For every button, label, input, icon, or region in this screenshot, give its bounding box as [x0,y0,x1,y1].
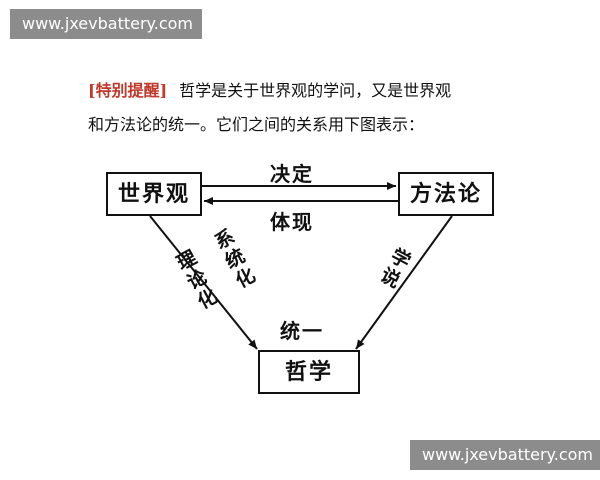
intro-line-2: 和方法论的统一。它们之间的关系用下图表示： [88,115,425,134]
node-philosophy: 哲学 [258,350,360,394]
arrow-method-to-philosophy [355,215,453,350]
edge-label-embody: 体现 [270,210,314,234]
node-worldview: 世界观 [106,172,202,216]
tip-label: [特别提醒] [88,81,168,100]
watermark-bottom: www.jxevbattery.com [410,440,600,470]
edge-label-unify: 统一 [280,319,324,343]
intro-line-1-text: 哲学是关于世界观的学问，又是世界观 [179,81,452,100]
node-methodology: 方法论 [398,172,494,216]
watermark-top: www.jxevbattery.com [10,9,202,39]
edge-label-decide: 决定 [270,162,314,186]
arrow-worldview-to-philosophy [149,215,258,350]
intro-line-1: [特别提醒] 哲学是关于世界观的学问，又是世界观 [88,77,451,101]
